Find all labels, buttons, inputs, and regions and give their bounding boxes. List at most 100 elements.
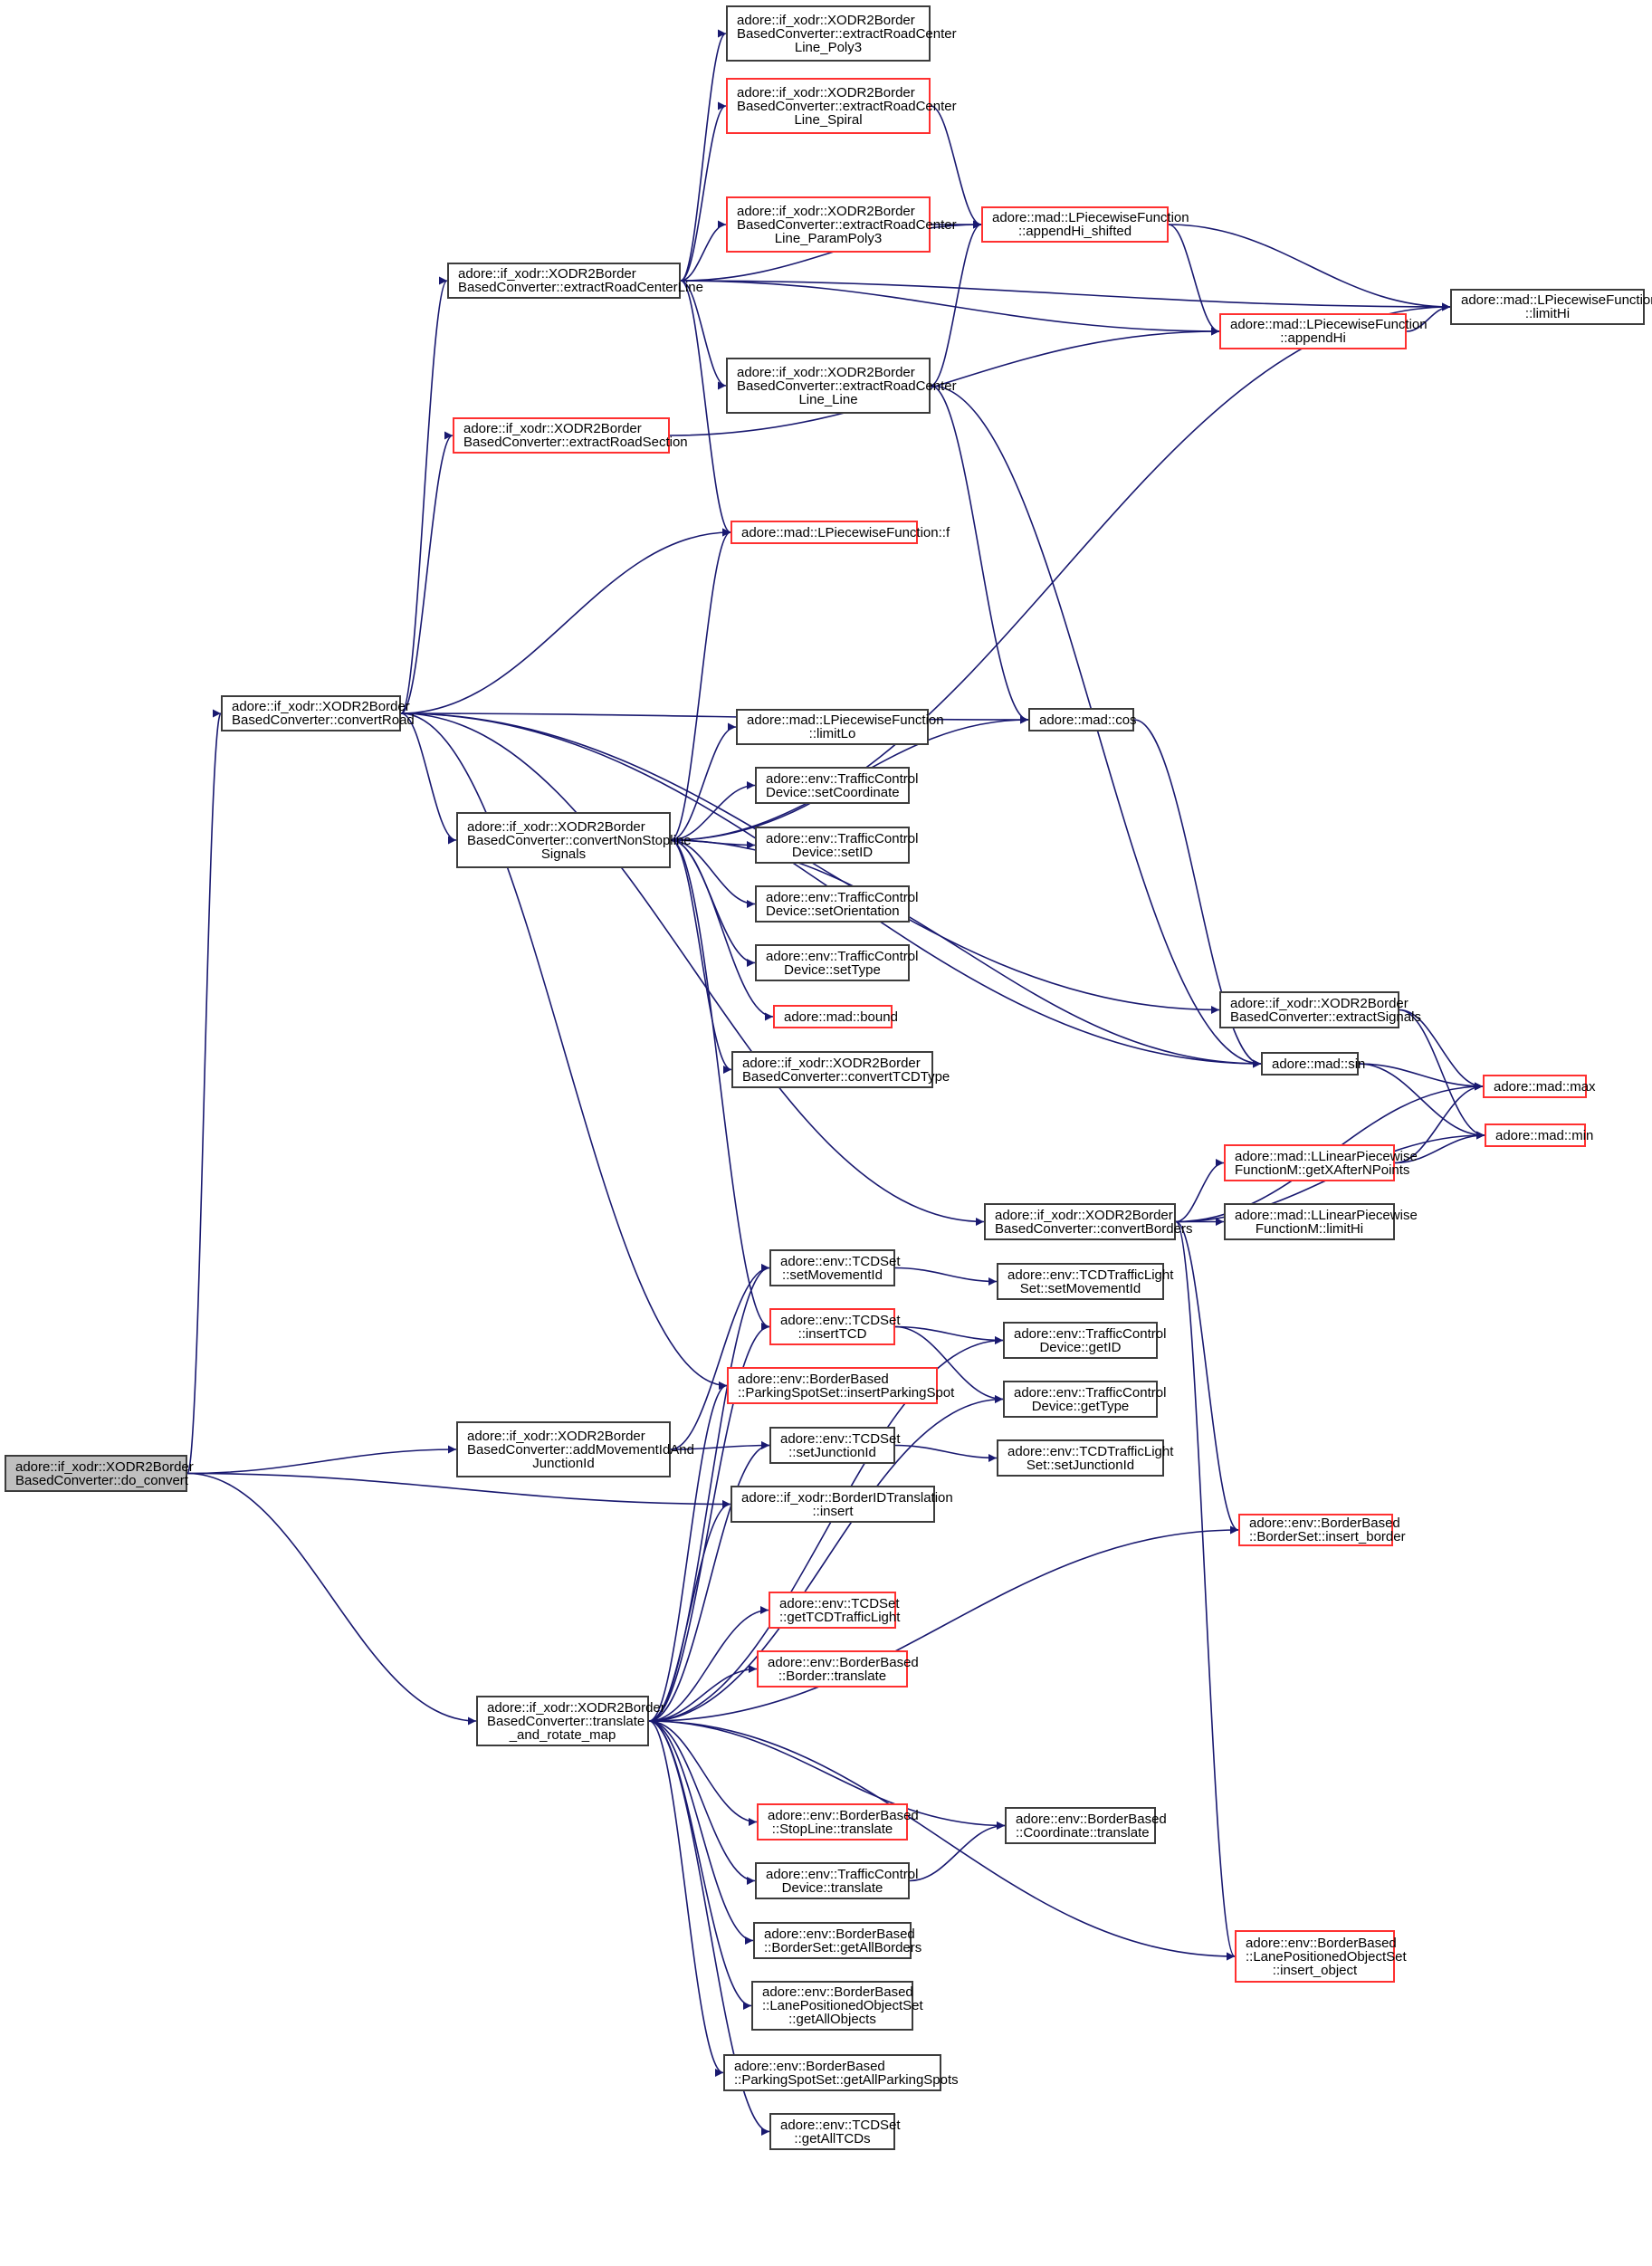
call-edge-convertnonstoplinesignals-to-bound — [670, 839, 774, 1021]
graph-node-max[interactable]: adore::mad::max — [1483, 1075, 1596, 1098]
node-label-line: ::ParkingSpotSet::insertParkingSpot — [738, 1384, 955, 1401]
graph-node-tcdset-setmovementid[interactable]: adore::env::TCDSet::setMovementId — [769, 1249, 901, 1286]
node-label-line: BasedConverter::extractRoadCenter — [737, 98, 957, 114]
node-label-line: adore::if_xodr::BorderIDTranslation — [741, 1489, 953, 1506]
node-label-line: BasedConverter::extractRoadCenter — [737, 378, 957, 394]
call-edge-convertnonstoplinesignals-to-limitlo — [670, 722, 737, 841]
call-edge-translate_and_rotate_map-to-gettcdtrafficlight — [648, 1606, 769, 1722]
node-label-line: adore::env::TrafficControl — [766, 830, 919, 846]
graph-node-appendhi-shifted[interactable]: adore::mad::LPiecewiseFunction::appendHi… — [981, 206, 1189, 243]
node-label-line: adore::env::TrafficControl — [766, 1866, 919, 1882]
node-label-line: BasedConverter::translate — [487, 1713, 645, 1729]
node-label-line: adore::if_xodr::XODR2Border — [232, 699, 410, 714]
node-label-line: adore::if_xodr::XODR2Border — [737, 84, 915, 100]
call-edge-getxafternpoints-to-max — [1394, 1082, 1484, 1164]
graph-node-getallparkingspots[interactable]: adore::env::BorderBased::ParkingSpotSet:… — [723, 2054, 959, 2091]
graph-node-getalltcds[interactable]: adore::env::TCDSet::getAllTCDs — [769, 2113, 901, 2150]
node-label-line: Line_ParamPoly3 — [774, 230, 883, 246]
node-label-line: adore::env::BorderBased — [738, 1371, 889, 1387]
graph-node-insert-border[interactable]: adore::env::BorderBased::BorderSet::inse… — [1238, 1514, 1406, 1546]
call-edge-translate_and_rotate_map-to-getallobjects — [648, 1720, 752, 2010]
node-label-line: BasedConverter::extractRoadCenter — [737, 25, 957, 42]
call-edge-translate_and_rotate_map-to-coordinate_translate — [648, 1720, 1006, 1830]
graph-node-bidt-insert[interactable]: adore::if_xodr::BorderIDTranslation::ins… — [731, 1486, 953, 1523]
call-edge-tcdset_setmovementid-to-tl_setmovementid — [894, 1267, 998, 1286]
graph-node-cos[interactable]: adore::mad::cos — [1028, 708, 1137, 731]
node-label-line: adore::if_xodr::XODR2Border — [995, 1207, 1173, 1223]
node-label-line: FunctionM::getXAfterNPoints — [1235, 1162, 1410, 1178]
node-label-line: BasedConverter::convertBorders — [995, 1220, 1193, 1237]
node-label-line: adore::env::TCDSet — [779, 1595, 900, 1611]
node-label-line: ::setMovementId — [782, 1267, 883, 1283]
graph-node-getallborders[interactable]: adore::env::BorderBased::BorderSet::getA… — [753, 1922, 922, 1959]
call-edge-translate_and_rotate_map-to-getalltcds — [648, 1720, 770, 2136]
node-label-line: adore::if_xodr::XODR2Border — [463, 421, 642, 436]
node-label-line: ::limitLo — [808, 726, 856, 741]
node-label-line: adore::if_xodr::XODR2Border — [1230, 995, 1408, 1011]
node-label-line: Set::setJunctionId — [1026, 1457, 1135, 1473]
graph-node-inserttcd[interactable]: adore::env::TCDSet::insertTCD — [769, 1308, 901, 1345]
call-edge-cos-to-sin — [1133, 719, 1262, 1068]
graph-node-getallobjects[interactable]: adore::env::BorderBased::LanePositionedO… — [751, 1981, 923, 2031]
call-edge-extractroadcenterline-to-poly3 — [680, 29, 727, 282]
graph-node-sin[interactable]: adore::mad::sin — [1261, 1052, 1365, 1076]
node-label-line: adore::mad::LPiecewiseFunction::f — [741, 524, 950, 540]
call-edge-extractroadcenterline-to-appendhi — [680, 280, 1220, 336]
graph-node-lpf-f[interactable]: adore::mad::LPiecewiseFunction::f — [731, 521, 950, 544]
call-edge-do_convert-to-convertroad — [186, 710, 222, 1475]
graph-node-stopline-translate[interactable]: adore::env::BorderBased::StopLine::trans… — [757, 1803, 919, 1841]
node-label-line: ::BorderSet::getAllBorders — [764, 1939, 922, 1955]
graph-node-coordinate-translate[interactable]: adore::env::BorderBased::Coordinate::tra… — [1005, 1807, 1167, 1844]
node-label-line: adore::if_xodr::XODR2Border — [15, 1458, 194, 1475]
graph-node-appendhi[interactable]: adore::mad::LPiecewiseFunction::appendHi — [1219, 313, 1428, 349]
call-edge-convertroad-to-lpf_f — [400, 528, 731, 714]
node-label-line: adore::env::BorderBased — [1246, 1935, 1397, 1951]
call-edge-tcd_translate-to-coordinate_translate — [909, 1821, 1006, 1882]
node-label-line: adore::env::TrafficControl — [766, 948, 919, 964]
node-label-line: adore::mad::max — [1494, 1078, 1596, 1095]
call-edge-extractroadcenterline-to-limithi — [680, 280, 1451, 311]
node-label-line: adore::mad::LPiecewiseFunction — [1461, 292, 1652, 308]
graph-node-limithi[interactable]: adore::mad::LPiecewiseFunction::limitHi — [1450, 289, 1652, 325]
node-label-line: adore::if_xodr::XODR2Border — [737, 12, 915, 28]
call-edge-line_line-to-appendhi_shifted — [930, 220, 982, 387]
node-label-line: ::LanePositionedObjectSet — [762, 1998, 923, 2013]
call-edge-convertroad-to-convertnonstoplinesignals — [400, 712, 457, 845]
graph-node-insertparkingspot[interactable]: adore::env::BorderBased::ParkingSpotSet:… — [727, 1367, 955, 1404]
graph-node-gettcdtrafficlight[interactable]: adore::env::TCDSet::getTCDTrafficLight — [769, 1592, 900, 1629]
graph-node-border-translate[interactable]: adore::env::BorderBased::Border::transla… — [757, 1650, 919, 1688]
graph-node-insert-object[interactable]: adore::env::BorderBased::LanePositionedO… — [1235, 1930, 1407, 1983]
call-edge-convertborders-to-getxafternpoints — [1175, 1159, 1225, 1223]
call-edge-translate_and_rotate_map-to-insert_object — [648, 1720, 1236, 1961]
graph-node-tcdset-setjunctionid[interactable]: adore::env::TCDSet::setJunctionId — [769, 1427, 901, 1464]
call-edge-translate_and_rotate_map-to-tcd_translate — [648, 1720, 756, 1885]
graph-node-limitlo[interactable]: adore::mad::LPiecewiseFunction::limitLo — [736, 709, 944, 745]
graph-node-min[interactable]: adore::mad::min — [1485, 1123, 1593, 1147]
node-label-line: ::insert — [812, 1503, 854, 1519]
graph-node-bound[interactable]: adore::mad::bound — [773, 1005, 898, 1028]
